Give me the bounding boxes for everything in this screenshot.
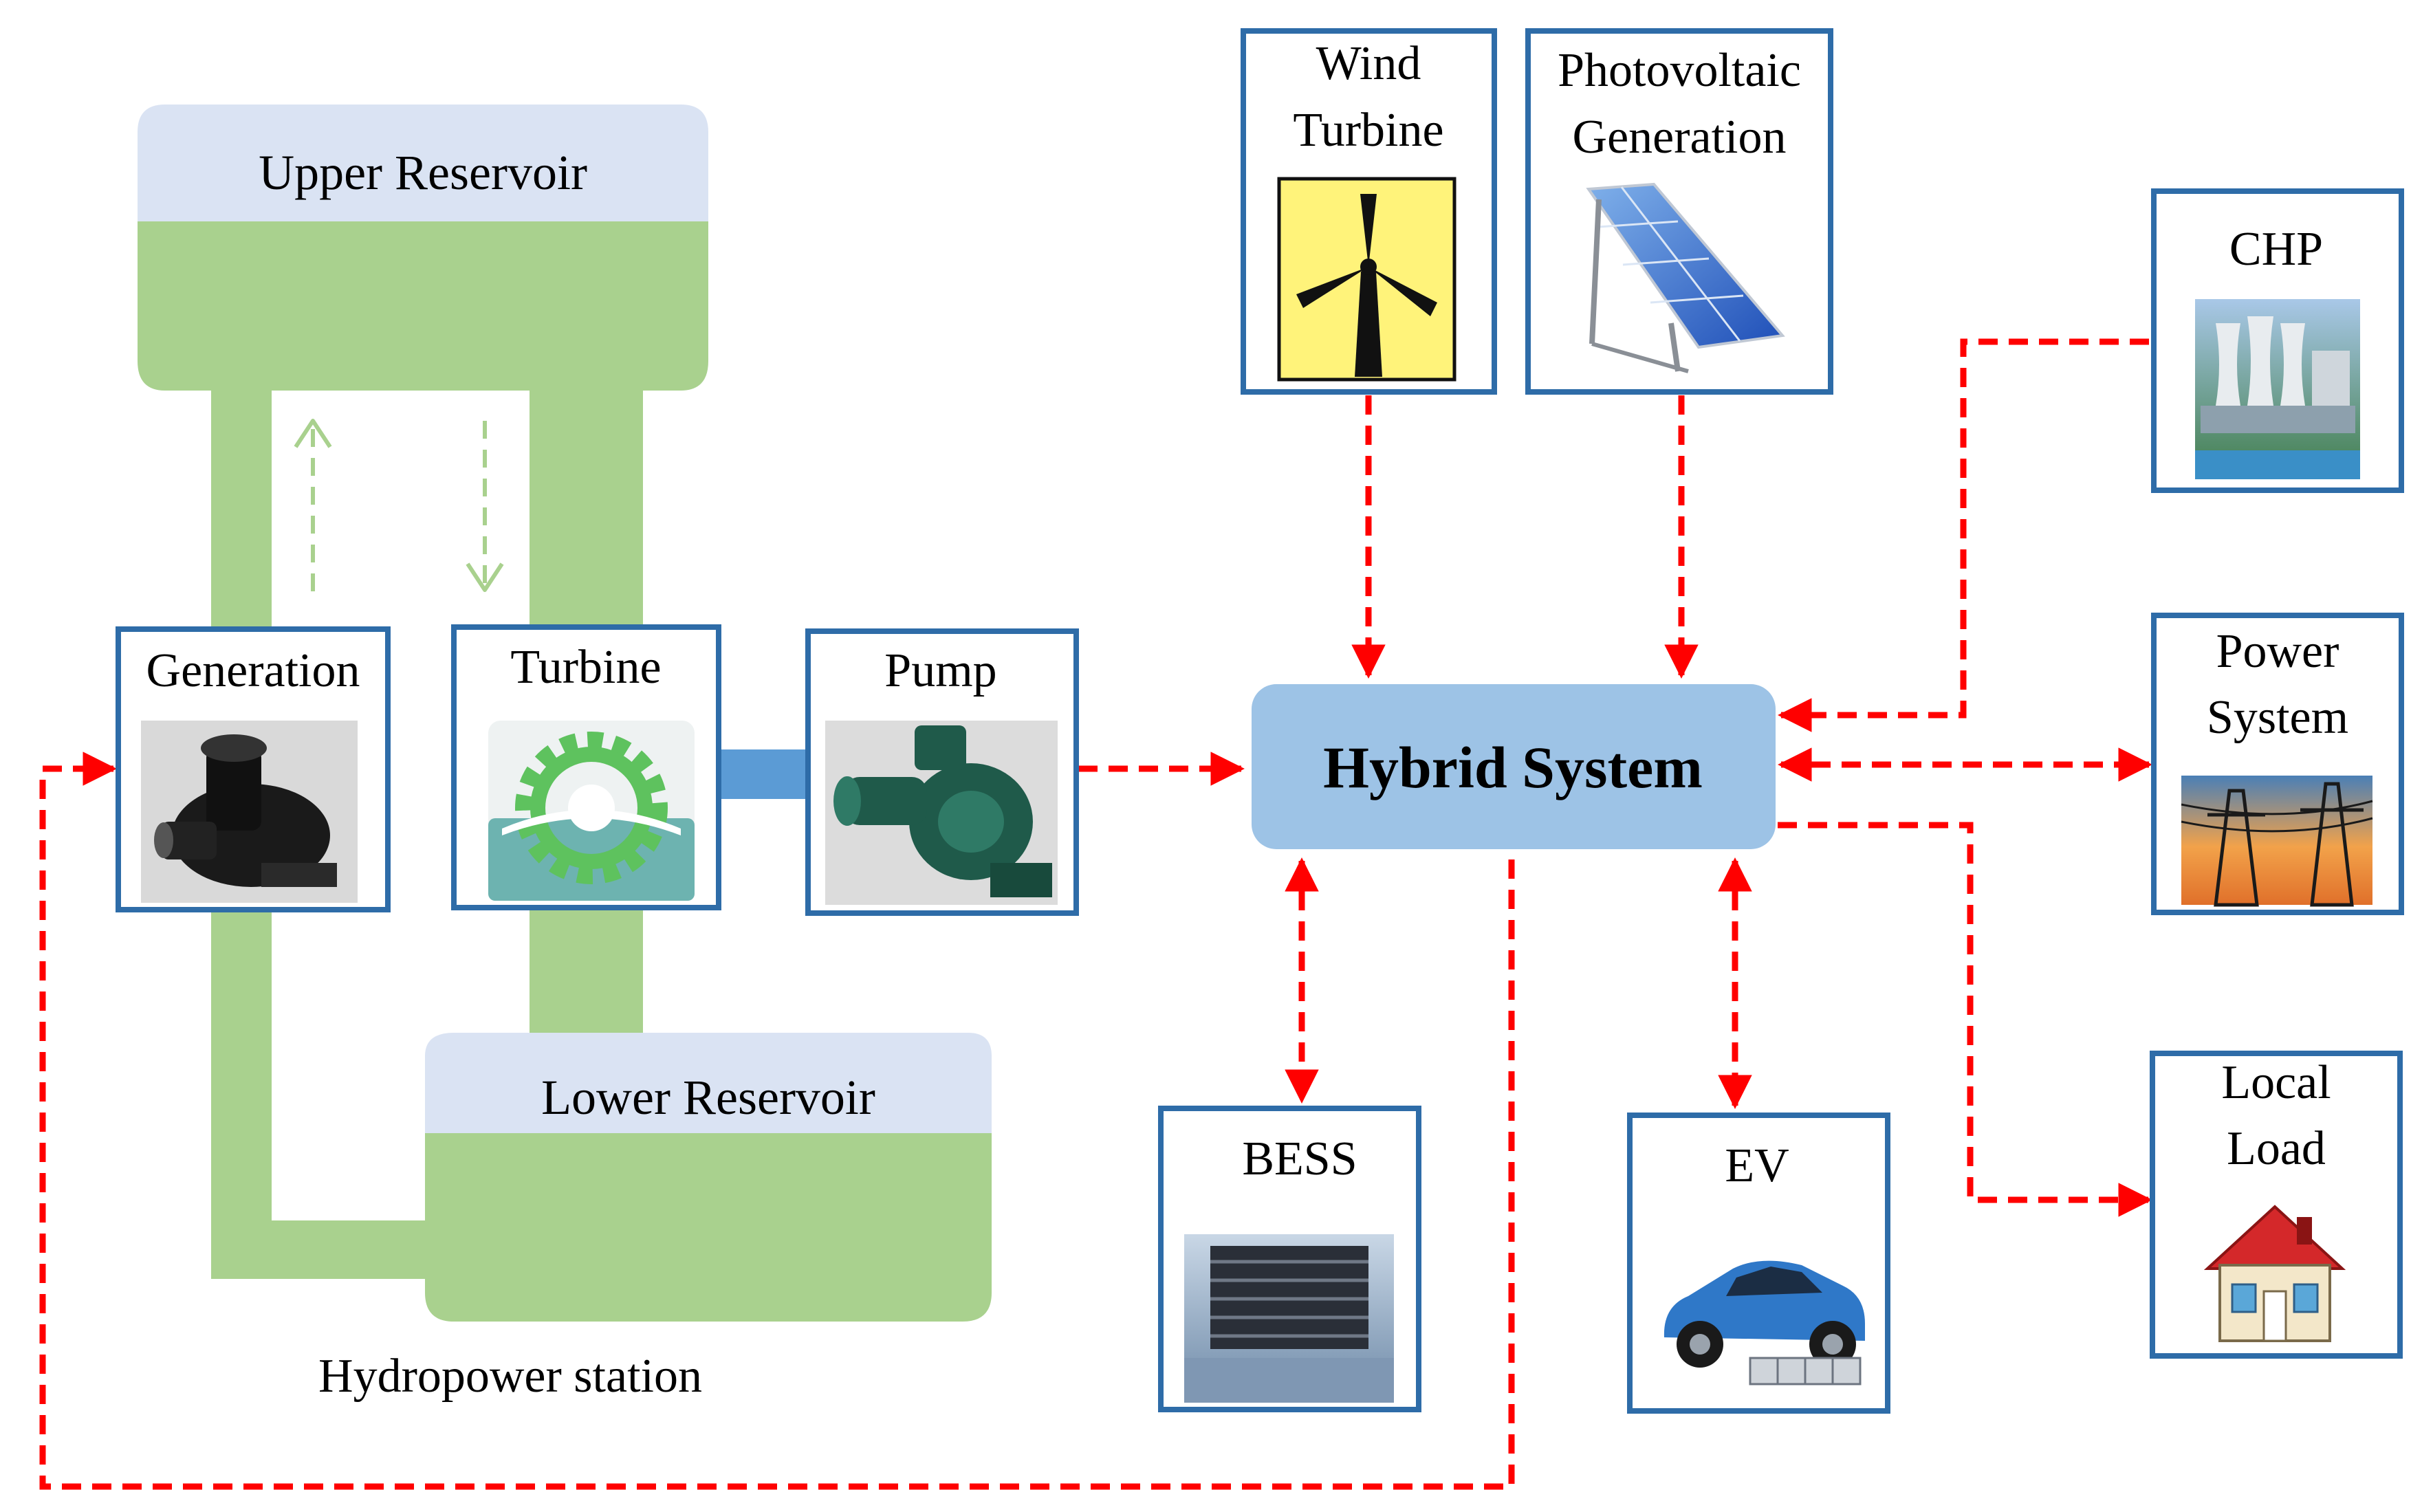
photovoltaic-box: Photovoltaic Generation: [1525, 28, 1833, 395]
link-hub-localload: [1778, 822, 2152, 1217]
generation-label: Generation: [146, 644, 360, 697]
pump-box: Pump: [805, 628, 1079, 916]
hydropower-station-label: Hydropower station: [318, 1350, 702, 1403]
local-load-label-line2: Load: [2227, 1122, 2326, 1175]
lower-reservoir: Lower Reservoir: [425, 1033, 992, 1322]
wind-turbine-label-line1: Wind: [1316, 37, 1421, 90]
pump-icon: [825, 721, 1058, 905]
upper-reservoir-label: Upper Reservoir: [259, 145, 587, 200]
bess-label: BESS: [1242, 1132, 1357, 1185]
generation-box: Generation: [116, 626, 391, 912]
hybrid-system-label: Hybrid System: [1323, 734, 1703, 800]
turbine-box: Turbine: [451, 624, 721, 910]
turbine-label: Turbine: [510, 641, 661, 694]
power-links: [39, 338, 2152, 1490]
lower-reservoir-label: Lower Reservoir: [541, 1070, 875, 1125]
local-load-label-line1: Local: [2221, 1056, 2331, 1109]
turbine-pump-coupling: [719, 749, 807, 799]
pump-label: Pump: [884, 644, 996, 697]
power-system-label-line1: Power: [2216, 625, 2339, 678]
power-system-box: Power System: [2151, 613, 2404, 915]
power-plant-icon: [2195, 299, 2360, 479]
bottom-pipe: [211, 1220, 438, 1279]
chp-box: CHP: [2151, 188, 2404, 493]
ev-box: EV: [1627, 1113, 1890, 1414]
transmission-tower-icon: [2181, 776, 2373, 907]
link-hub-generation: [39, 752, 1515, 1490]
electric-car-icon: [1663, 1260, 1865, 1385]
pump-motor-icon: [141, 721, 358, 903]
gear-icon: [488, 721, 695, 901]
flow-arrows: [294, 419, 504, 592]
bess-box: BESS: [1158, 1106, 1421, 1412]
hybrid-system-hub: Hybrid System: [1252, 684, 1776, 849]
chp-label: CHP: [2229, 223, 2323, 276]
link-chp-hub: [1778, 338, 2149, 732]
wind-turbine-box: Wind Turbine: [1241, 28, 1497, 395]
power-system-label-line2: System: [2207, 691, 2348, 744]
wind-turbine-label-line2: Turbine: [1293, 104, 1443, 157]
photovoltaic-label-line1: Photovoltaic: [1558, 44, 1801, 97]
ev-label: EV: [1725, 1139, 1789, 1192]
local-load-box: Local Load: [2150, 1051, 2403, 1359]
house-icon: [2203, 1205, 2346, 1342]
battery-rack-icon: [1184, 1234, 1394, 1403]
photovoltaic-label-line2: Generation: [1573, 111, 1787, 164]
solar-panel-icon: [1586, 182, 1785, 373]
wind-turbine-icon: [1277, 177, 1457, 382]
upper-reservoir: Upper Reservoir: [138, 105, 708, 391]
